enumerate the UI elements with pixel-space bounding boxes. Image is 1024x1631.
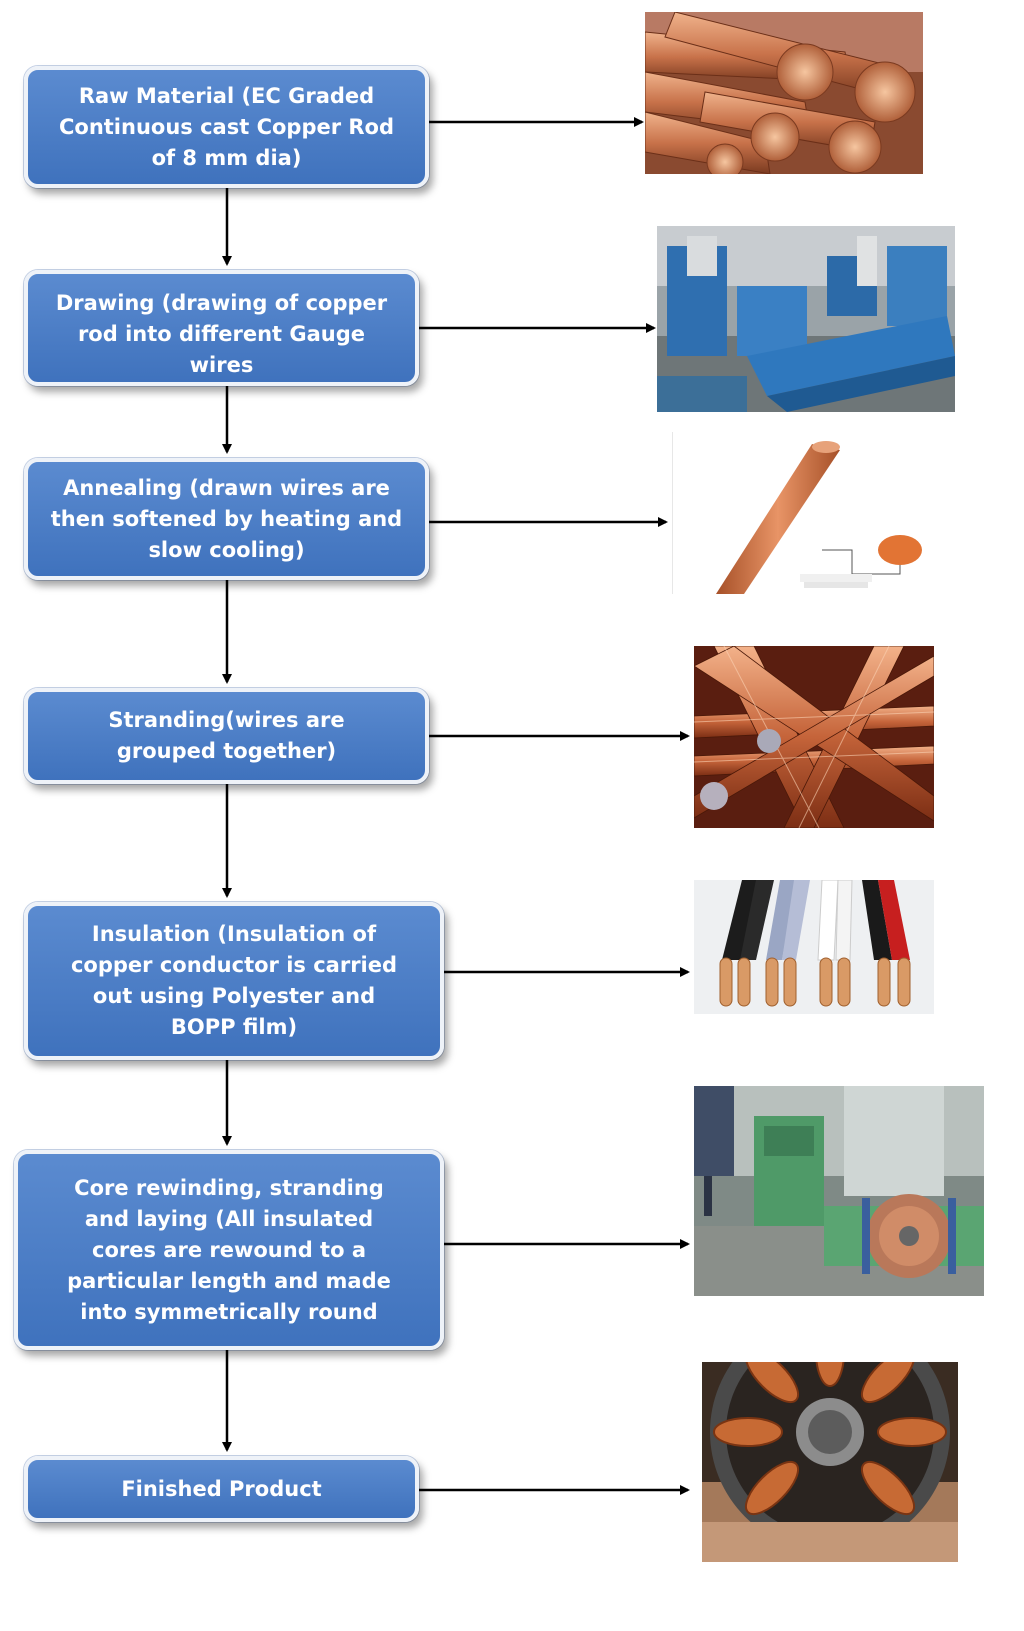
motor-stator-photo	[702, 1362, 958, 1562]
rewinding-machine-photo	[694, 1086, 984, 1296]
copper-rods-photo	[645, 12, 923, 174]
stranded-copper-wires-photo	[694, 646, 934, 828]
step-stranding: Stranding(wires are grouped together)	[24, 688, 429, 784]
step-drawing-label: Drawing (drawing of copper rod into diff…	[55, 291, 388, 377]
annealed-copper-wire-photo	[672, 432, 934, 594]
step-finished-product: Finished Product	[24, 1456, 419, 1522]
insulated-cables-photo	[694, 880, 934, 1014]
step-insulation: Insulation (Insulation of copper conduct…	[24, 902, 444, 1060]
wire-drawing-machines-photo	[657, 226, 955, 412]
step-insulation-label: Insulation (Insulation of copper conduct…	[70, 922, 398, 1039]
step-raw-material-label: Raw Material (EC Graded Continuous cast …	[58, 83, 395, 170]
step-annealing: Annealing (drawn wires are then softened…	[24, 458, 429, 580]
step-raw-material: Raw Material (EC Graded Continuous cast …	[24, 66, 429, 188]
step-core-rewinding: Core rewinding, stranding and laying (Al…	[14, 1150, 444, 1350]
step-annealing-label: Annealing (drawn wires are then softened…	[50, 475, 403, 562]
step-stranding-label: Stranding(wires are grouped together)	[108, 708, 345, 763]
step-core-rewinding-label: Core rewinding, stranding and laying (Al…	[67, 1175, 391, 1324]
step-finished-product-label: Finished Product	[121, 1476, 322, 1501]
step-drawing: Drawing (drawing of copper rod into diff…	[24, 270, 419, 386]
